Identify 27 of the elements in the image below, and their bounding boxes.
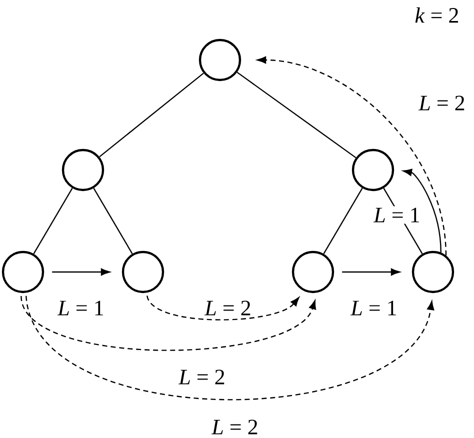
tree-edge [99,72,204,158]
tree-edge [93,188,133,254]
tree-node [62,148,104,192]
edge-label: L = 2 [210,418,260,436]
tree-node [198,38,242,82]
edge-label: L = 2 [203,299,253,317]
dashed-arrow [146,295,300,320]
arrow [52,268,110,276]
note-label: k = 2 [415,7,458,23]
edge-label: L = 1 [349,299,399,317]
edge-label: L = 2 [177,368,227,386]
tree-node [292,250,334,294]
edge-label: L = 1 [56,299,106,317]
tree-node [2,250,44,294]
tree-edge [33,188,73,254]
arrow [402,168,442,252]
tree-edge [236,72,356,158]
tree-node [412,250,454,294]
tree-edge [323,188,363,254]
tree-node [352,148,394,192]
arrow [342,268,400,276]
edge-label: L = 1 [372,206,422,224]
dashed-arrow [20,296,316,351]
dashed-arrow [257,56,447,256]
tree-node [122,250,164,294]
dashed-arrow [26,296,434,400]
edge-label: L = 2 [417,94,467,112]
